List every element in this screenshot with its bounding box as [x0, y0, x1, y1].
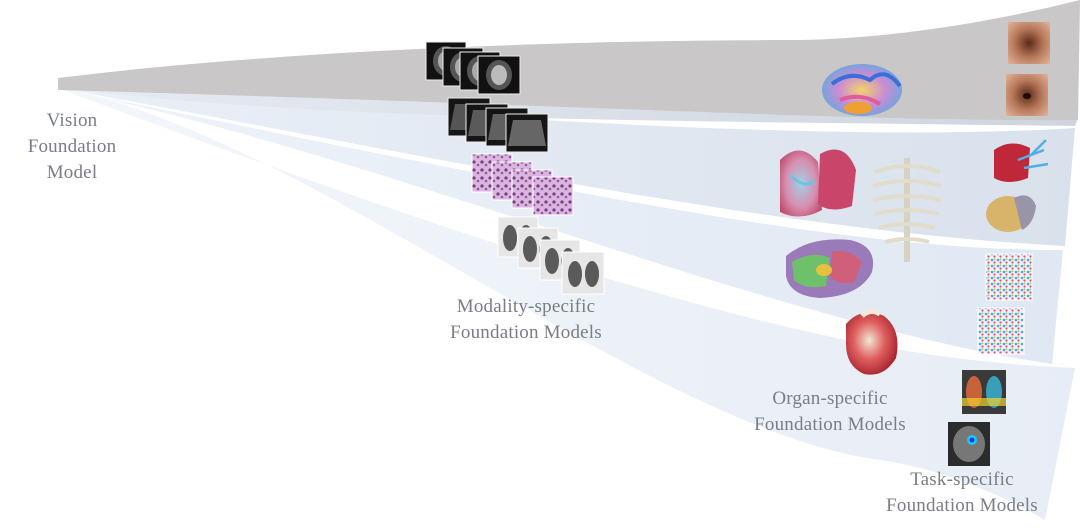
ultrasound-stack — [447, 97, 549, 153]
endoscopy-frames — [1006, 22, 1050, 116]
brain-mri-stack — [425, 41, 521, 95]
lung-lobes-3d — [780, 149, 856, 217]
label-line: Foundation Models — [754, 414, 906, 435]
modality-specific-label: Modality-specific Foundation Models — [436, 294, 616, 346]
tumor-ct-slice — [948, 422, 990, 466]
band-task — [58, 88, 1075, 520]
cell-segmentation-tiles — [977, 253, 1033, 355]
ribcage-skeleton-3d — [872, 158, 942, 262]
lung-segmentation-xray — [962, 370, 1006, 414]
liver-vessel-3d — [986, 139, 1049, 232]
chest-xray-stack — [497, 216, 605, 295]
label-line: Task-specific — [910, 469, 1014, 490]
pathology-stack — [471, 153, 574, 216]
label-line: Organ-specific — [772, 388, 888, 409]
organ-specific-label: Organ-specific Foundation Models — [740, 386, 920, 438]
label-line: Foundation Models — [886, 495, 1038, 516]
label-line: Foundation — [27, 136, 117, 157]
label-line: Model — [46, 162, 98, 183]
liver-segments-3d — [786, 239, 874, 298]
vision-foundation-model-label: Vision Foundation Model — [12, 108, 132, 186]
heart-3d — [846, 308, 898, 375]
label-line: Modality-specific — [456, 296, 596, 317]
label-line: Foundation Models — [450, 322, 602, 343]
label-line: Vision — [46, 110, 98, 131]
task-specific-label: Task-specific Foundation Models — [872, 467, 1052, 519]
segmented-brain-3d — [822, 64, 902, 116]
